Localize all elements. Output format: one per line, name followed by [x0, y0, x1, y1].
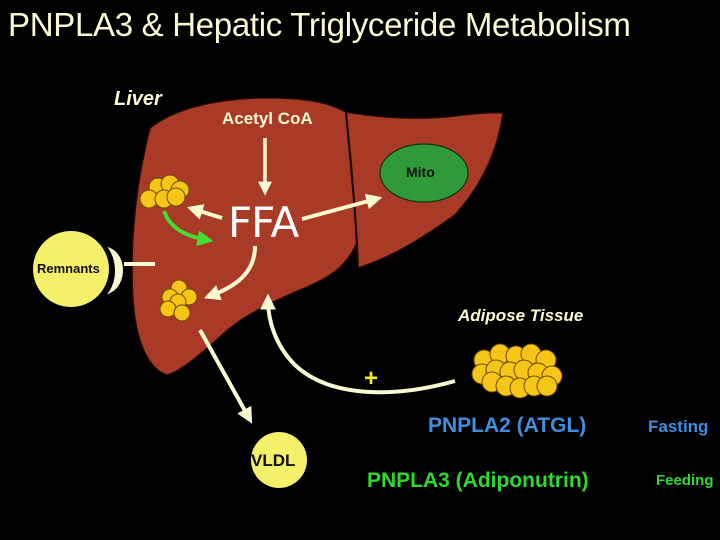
acetyl-coa-label: Acetyl CoA	[222, 109, 313, 128]
liver-label: Liver	[114, 88, 162, 110]
legend-enzyme-pnpla2: PNPLA2 (ATGL)	[428, 414, 587, 437]
adipose-lipid-cluster	[471, 343, 563, 399]
arrow-lipolysis-green	[162, 210, 214, 247]
slide-title: PNPLA3 & Hepatic Triglyceride Metabolism	[8, 6, 631, 43]
arrow-ffa-to-lipid-bottom	[203, 245, 257, 301]
legend-state-feeding: Feeding	[656, 472, 714, 489]
liver-lobe-divider	[345, 111, 359, 269]
receptor-crescent	[107, 246, 123, 295]
lipid-droplet-cluster-bottom	[159, 279, 198, 322]
liver-left-lobe	[131, 97, 359, 376]
plus-sign: +	[364, 365, 379, 392]
arrow-lipid-to-vldl	[198, 329, 253, 424]
arrow-ffa-to-mito	[301, 193, 383, 221]
adipose-tissue-label: Adipose Tissue	[458, 306, 584, 325]
arrow-adipose-to-liver	[260, 293, 456, 395]
lipid-droplet-cluster-top	[139, 174, 190, 209]
mitochondria	[379, 143, 469, 203]
vldl-label: VLDL	[251, 451, 296, 470]
legend-state-fasting: Fasting	[648, 417, 709, 436]
remnants-particle	[33, 231, 109, 307]
legend-enzyme-pnpla3: PNPLA3 (Adiponutrin)	[367, 469, 589, 492]
vldl-particle	[251, 432, 307, 488]
ffa-label: FFA	[228, 198, 299, 247]
mito-label: Mito	[406, 164, 435, 180]
remnants-label: Remnants	[37, 261, 100, 276]
arrow-ffa-to-lipid-top	[186, 204, 223, 220]
